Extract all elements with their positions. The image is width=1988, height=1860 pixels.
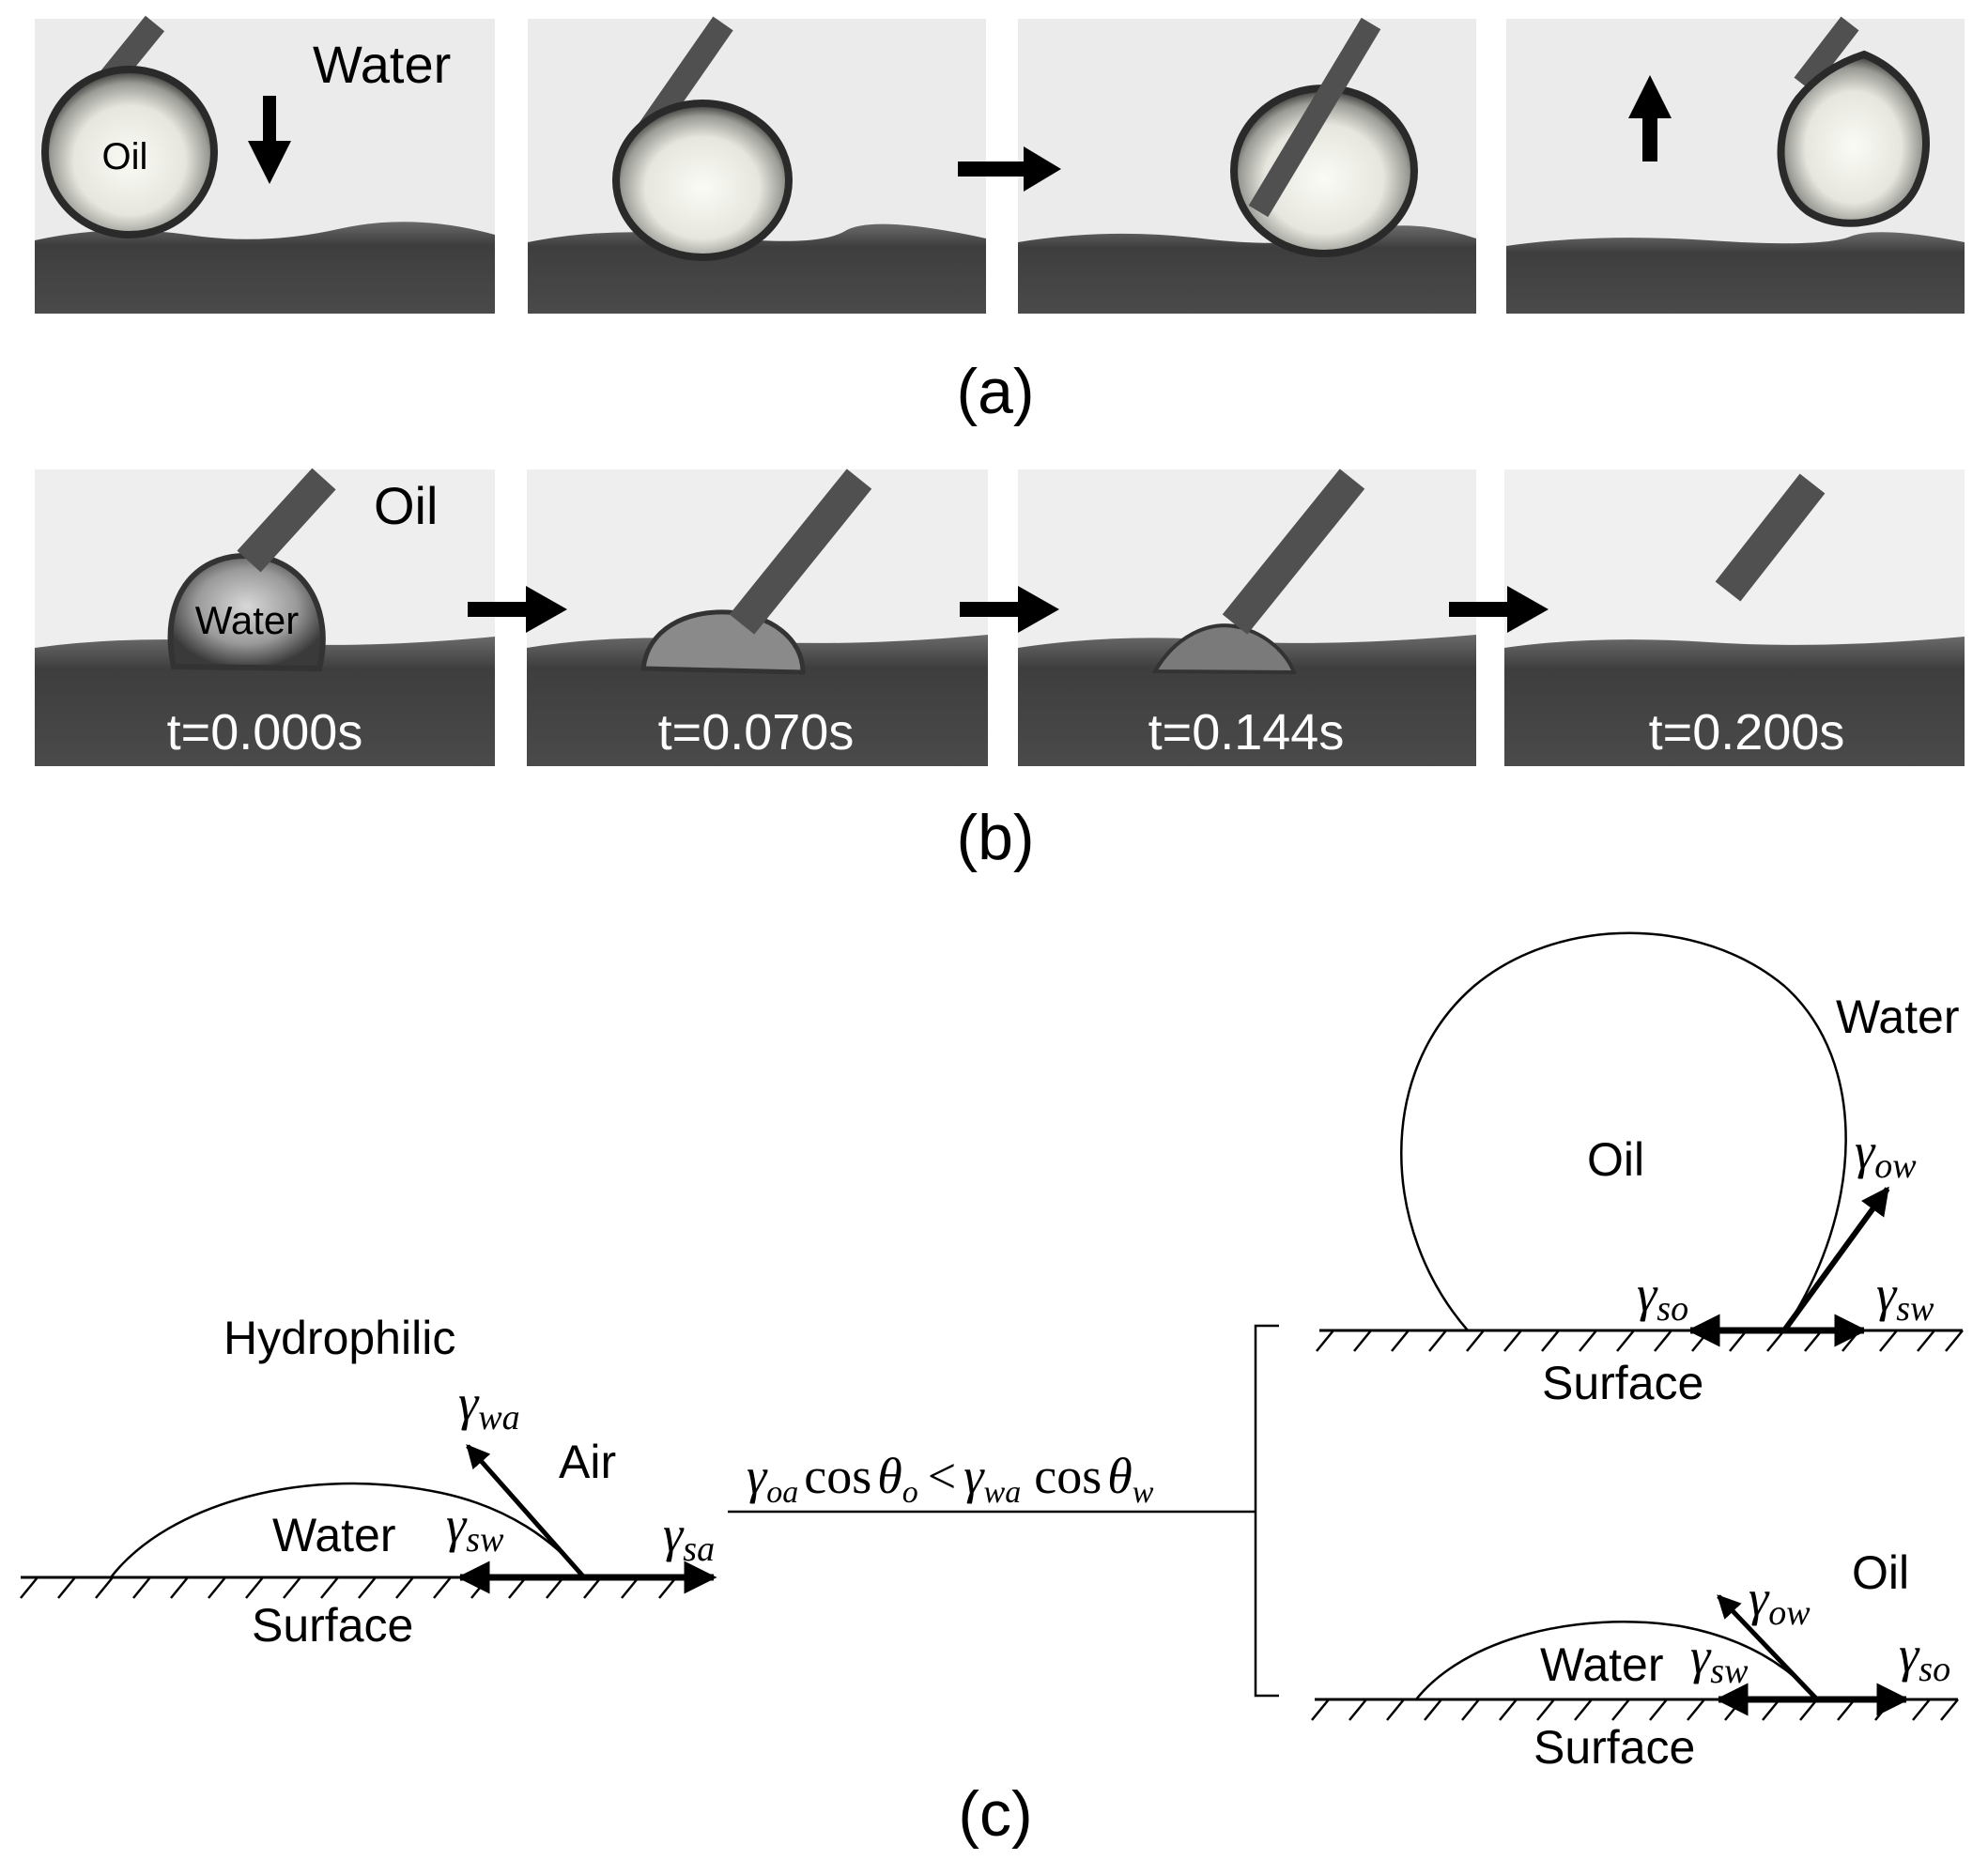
label-gamma-sa: γsa (663, 1506, 715, 1569)
hatch (1311, 1699, 1959, 1721)
panel-a-frame-2 (528, 16, 986, 314)
label-gamma-sw-top: γsw (1876, 1266, 1934, 1329)
label-surface-c-left: Surface (252, 1599, 413, 1652)
cos-2: cos (1034, 1448, 1102, 1504)
arrow-right-icon (958, 146, 1061, 192)
panel-b-frame-3: t=0.144s (1018, 469, 1476, 766)
label-oil-c-bottom: Oil (1852, 1546, 1909, 1599)
water-droplet-outline (110, 1482, 585, 1578)
panel-b: t=0.000s t=0.070s t=0.144s t=0.200s Oil … (35, 468, 1965, 873)
hatch (1316, 1330, 1964, 1352)
panel-b-frame-4: t=0.200s (1504, 469, 1965, 766)
label-water-c-left: Water (272, 1509, 396, 1561)
panel-a-frame-4 (1506, 16, 1965, 314)
label-gamma-sw-left: γsw (446, 1497, 504, 1560)
oil-drop (612, 100, 793, 261)
label-surface-c-top: Surface (1542, 1357, 1703, 1409)
label-time-4: t=0.200s (1649, 704, 1845, 761)
subscript-wa: wa (478, 1398, 519, 1437)
label-water-c-top: Water (1836, 991, 1960, 1043)
caption-b: (b) (956, 802, 1034, 873)
oil-drop (41, 66, 218, 238)
diagram-water-in-oil: Oil Water Surface γow γsw γso (1311, 1546, 1959, 1774)
label-gamma-sw-bottom: γsw (1690, 1628, 1749, 1691)
panel-a-frame-1 (35, 15, 495, 314)
panel-a: Water Oil (a) (35, 15, 1965, 427)
label-hydrophilic: Hydrophilic (223, 1312, 455, 1364)
label-time-2: t=0.070s (658, 704, 855, 761)
label-air: Air (559, 1436, 616, 1488)
subscript-o: o (902, 1475, 918, 1510)
diagram-oil-in-water: Water Oil Surface γow γso γsw (1316, 931, 1964, 1409)
label-gamma-wa: γwa (458, 1375, 520, 1437)
subscript-wa-cond: wa (984, 1475, 1022, 1510)
arrow-down-icon (248, 96, 291, 184)
water-drop (640, 609, 806, 675)
label-oil-c-top: Oil (1587, 1133, 1644, 1186)
label-water-c-bottom: Water (1540, 1638, 1664, 1691)
oil-droplet-outline (1400, 931, 1847, 1331)
vector-gamma-ow (1717, 1594, 1819, 1701)
label-gamma-so-bottom: γso (1899, 1626, 1950, 1689)
arrow-right-icon (960, 586, 1059, 633)
label-water-b: Water (195, 598, 299, 642)
label-time-3: t=0.144s (1148, 704, 1345, 761)
subscript-w: w (1133, 1475, 1154, 1510)
subscript-oa: oa (766, 1475, 798, 1510)
oil-drop (1777, 50, 1930, 227)
water-droplet-outline (1415, 1621, 1818, 1700)
less-than: < (928, 1448, 956, 1504)
label-oil-b: Oil (374, 476, 438, 535)
label-water: Water (313, 35, 451, 94)
panel-b-frame-2: t=0.070s (527, 469, 988, 766)
caption-a: (a) (956, 356, 1034, 427)
label-gamma-ow-bottom: γow (1749, 1570, 1811, 1633)
label-gamma-ow-top: γow (1855, 1123, 1917, 1186)
panel-c: Hydrophilic Air Water Surface γwa γsw γs… (20, 931, 1964, 1850)
arrow-right-icon (1449, 586, 1549, 633)
label-gamma-so-top: γso (1637, 1266, 1688, 1329)
diagram-hydrophilic: Hydrophilic Air Water Surface γwa γsw γs… (20, 1312, 717, 1652)
subscript-sa: sa (683, 1530, 715, 1569)
label-oil: Oil (102, 136, 148, 177)
panel-b-frame-1: t=0.000s (35, 468, 495, 766)
panel-a-frame-3 (1018, 17, 1476, 314)
arrow-up-icon (1628, 75, 1672, 161)
subscript-sw: sw (466, 1520, 504, 1560)
vector-gamma-ow (1781, 1186, 1890, 1332)
arrow-right-icon (468, 586, 567, 633)
label-surface-c-bottom: Surface (1533, 1721, 1695, 1774)
label-time-1: t=0.000s (167, 704, 363, 761)
vector-gamma-wa (466, 1444, 586, 1579)
caption-c: (c) (958, 1778, 1032, 1850)
cos-1: cos (804, 1448, 871, 1504)
